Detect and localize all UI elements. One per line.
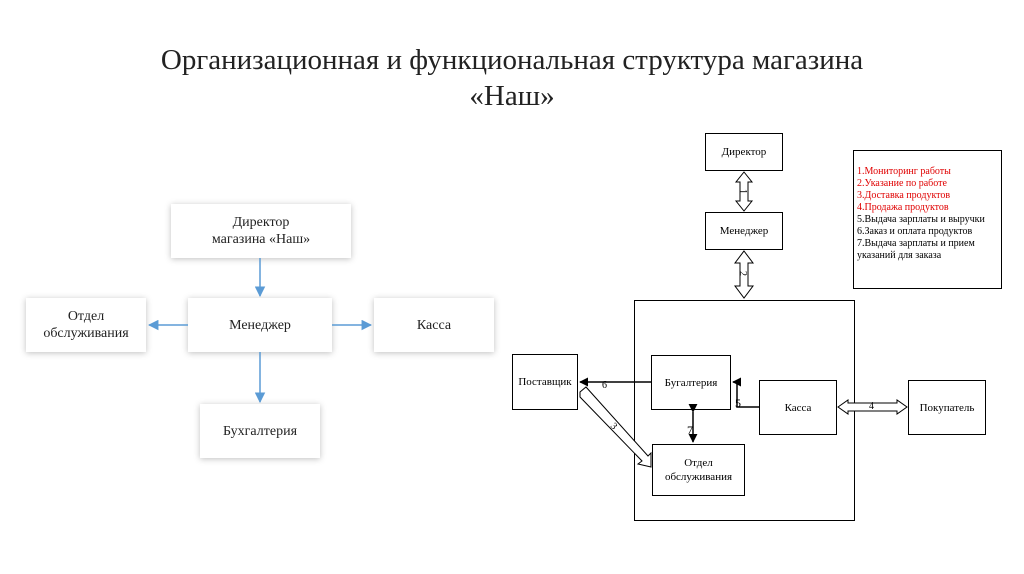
left-service-box: Отдел обслуживания [26,298,146,352]
left-manager-label: Менеджер [229,317,291,333]
right-accounting-label: Бугалтерия [664,376,718,389]
left-director-line-2: магазина «Наш» [211,232,311,247]
slide-title: Организационная и функциональная структу… [0,42,1024,114]
flow-number-5: 5 [735,396,741,410]
legend-item: 3.Доставка продуктов [857,190,951,201]
supplier-label: Поставщик [518,376,572,388]
legend-item: 2.Указание по работе [857,178,947,189]
legend-item: 7.Выдача зарплаты и прием [857,238,975,249]
left-director-line-1: Директор [232,215,290,230]
legend-item: 6.Заказ и оплата продуктов [857,226,973,237]
arrow-cash-accounting [732,377,759,408]
right-manager-box: Менеджер [705,212,783,250]
right-accounting-box: Бугалтерия [651,355,731,410]
left-accounting-label: Бухгалтерия [222,423,298,439]
right-cash-label: Касса [784,401,812,414]
buyer-label: Покупатель [919,401,975,414]
legend-box: 1.Мониторинг работы 2.Указание по работе… [853,150,1002,289]
flow-number-6: 6 [602,380,607,391]
flow-number-2: 2 [737,271,748,276]
right-director-label: Директор [721,146,767,158]
left-manager-box: Менеджер [188,298,332,352]
legend-item: 1.Мониторинг работы [857,166,951,177]
block-arrow-director-manager [734,171,754,212]
title-line-2: «Наш» [469,80,555,112]
flow-number-1: 1 [737,189,748,194]
legend-item: 5.Выдача зарплаты и выручки [857,214,985,225]
legend-item: указаний для заказа [857,250,942,261]
flow-number-7: 7 [687,423,693,437]
title-line-1: Организационная и функциональная структу… [160,44,864,76]
right-manager-label: Менеджер [719,225,769,237]
block-arrow-supplier-service [579,386,652,468]
left-director-box: Директор магазина «Наш» [171,204,351,258]
legend-item: 4.Продажа продуктов [857,202,949,213]
left-cash-box: Касса [374,298,494,352]
supplier-box: Поставщик [512,354,578,410]
right-service-box: Отдел обслуживания [652,444,745,496]
right-service-line-1: Отдел [684,457,713,469]
block-arrow-manager-store [734,250,754,299]
right-cash-box: Касса [759,380,837,435]
right-service-line-2: обслуживания [664,471,733,483]
block-arrow-cash-buyer [837,399,908,415]
buyer-box: Покупатель [908,380,986,435]
right-director-box: Директор [705,133,783,171]
left-accounting-box: Бухгалтерия [200,404,320,458]
left-service-line-2: обслуживания [43,326,129,341]
flow-number-4: 4 [869,401,874,412]
left-cash-label: Касса [416,317,452,333]
left-service-line-1: Отдел [67,309,105,324]
